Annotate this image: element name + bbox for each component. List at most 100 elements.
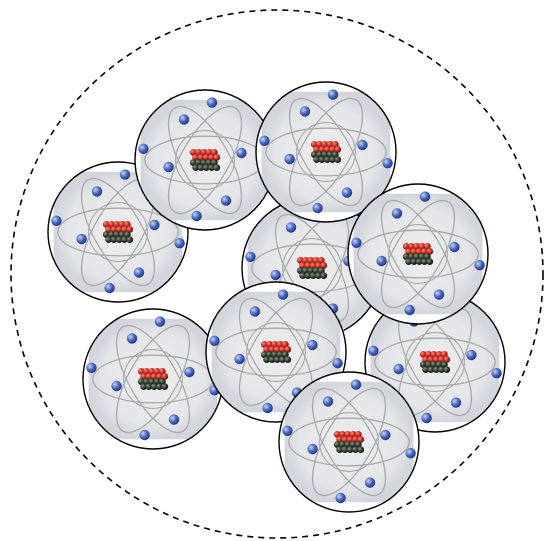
proton	[281, 340, 289, 348]
neutron	[158, 378, 166, 385]
neutron	[312, 267, 320, 274]
nucleus-cluster-icon	[296, 256, 328, 280]
proton	[279, 346, 286, 353]
proton	[421, 248, 428, 255]
proton	[140, 373, 148, 380]
electron-dot-icon	[341, 187, 353, 198]
neutron	[438, 366, 445, 374]
neutron	[281, 351, 289, 358]
neutron	[425, 361, 432, 368]
neutron	[299, 272, 307, 280]
nucleus-cluster-icon	[333, 430, 365, 454]
electron-dot-icon	[376, 255, 387, 267]
orbit-ring-2	[274, 213, 350, 323]
proton	[145, 373, 153, 380]
nucleus-cluster-icon	[189, 148, 221, 172]
neutron	[296, 267, 304, 274]
proton	[320, 262, 328, 269]
proton	[440, 350, 448, 358]
neutron	[213, 164, 221, 172]
proton	[315, 262, 322, 269]
neutron	[405, 258, 413, 266]
orbit-ring-1	[265, 127, 387, 177]
orbit-ring-2	[288, 97, 364, 207]
electron-dot-icon	[382, 158, 393, 169]
neutron	[148, 378, 156, 385]
neutron	[349, 441, 357, 448]
proton	[266, 340, 273, 348]
proton	[208, 154, 215, 161]
electron-dot-icon	[391, 208, 403, 219]
neutron	[208, 164, 215, 172]
orbit-ring-1	[57, 207, 179, 257]
proton	[189, 148, 197, 156]
proton	[357, 436, 365, 443]
neutron	[271, 351, 279, 358]
orbit-ring-inner	[175, 130, 235, 190]
orbit-ring-1	[374, 337, 496, 387]
proton	[210, 148, 218, 156]
proton	[268, 346, 276, 353]
proton	[333, 430, 341, 438]
neutron	[137, 378, 145, 385]
electron-dot-icon	[104, 282, 115, 294]
orbit-ring-1	[357, 229, 479, 279]
orbit-ring-3	[115, 324, 191, 434]
electron-dot-icon	[332, 358, 343, 369]
proton	[336, 436, 344, 443]
neutron	[145, 383, 153, 391]
proton	[302, 256, 309, 264]
proton	[346, 436, 354, 443]
orbit-ring-1	[215, 327, 337, 377]
neutron	[304, 272, 312, 280]
electron-dot-icon	[133, 267, 145, 278]
electron-dot-icon	[178, 114, 190, 125]
electron-dot-icon	[357, 139, 368, 151]
proton	[402, 242, 410, 250]
proton	[419, 350, 427, 358]
electron-dot-icon	[449, 241, 460, 253]
electron-dot-icon	[149, 219, 160, 231]
neutron	[210, 159, 218, 166]
neutron	[126, 236, 134, 244]
proton	[271, 340, 279, 348]
electron-dot-icon	[433, 289, 445, 300]
atom-9	[278, 371, 420, 513]
neutron	[140, 383, 148, 391]
proton	[113, 220, 121, 228]
proton	[432, 356, 440, 363]
neutron	[326, 151, 334, 158]
neutron	[435, 361, 443, 368]
electron-dot-icon	[351, 237, 362, 248]
proton	[105, 226, 113, 233]
proton	[310, 140, 318, 148]
proton	[153, 367, 161, 375]
orbit-ring-inner	[296, 122, 356, 182]
electron-dot-icon	[139, 429, 150, 441]
electron-dot-icon	[163, 161, 174, 173]
proton	[115, 226, 123, 233]
orbit-ring-3	[288, 97, 364, 207]
proton	[438, 356, 445, 363]
electron-dot-icon	[284, 153, 295, 165]
neutron	[260, 351, 268, 358]
proton	[339, 430, 346, 438]
nucleus-cluster-icon	[419, 350, 451, 374]
proton	[316, 140, 323, 148]
electron-dot-icon	[368, 345, 379, 356]
proton	[405, 248, 413, 255]
neutron	[426, 258, 434, 266]
proton	[202, 154, 210, 161]
proton	[304, 262, 312, 269]
neutron	[153, 378, 161, 385]
electron-dot-icon	[450, 397, 462, 408]
proton	[195, 148, 202, 156]
orbit-ring-3	[167, 105, 243, 215]
proton	[317, 256, 325, 264]
dashed-boundary-circle	[10, 9, 544, 539]
neutron	[333, 441, 341, 448]
proton	[430, 350, 438, 358]
orbit-ring-2	[115, 324, 191, 434]
neutron	[309, 272, 317, 280]
